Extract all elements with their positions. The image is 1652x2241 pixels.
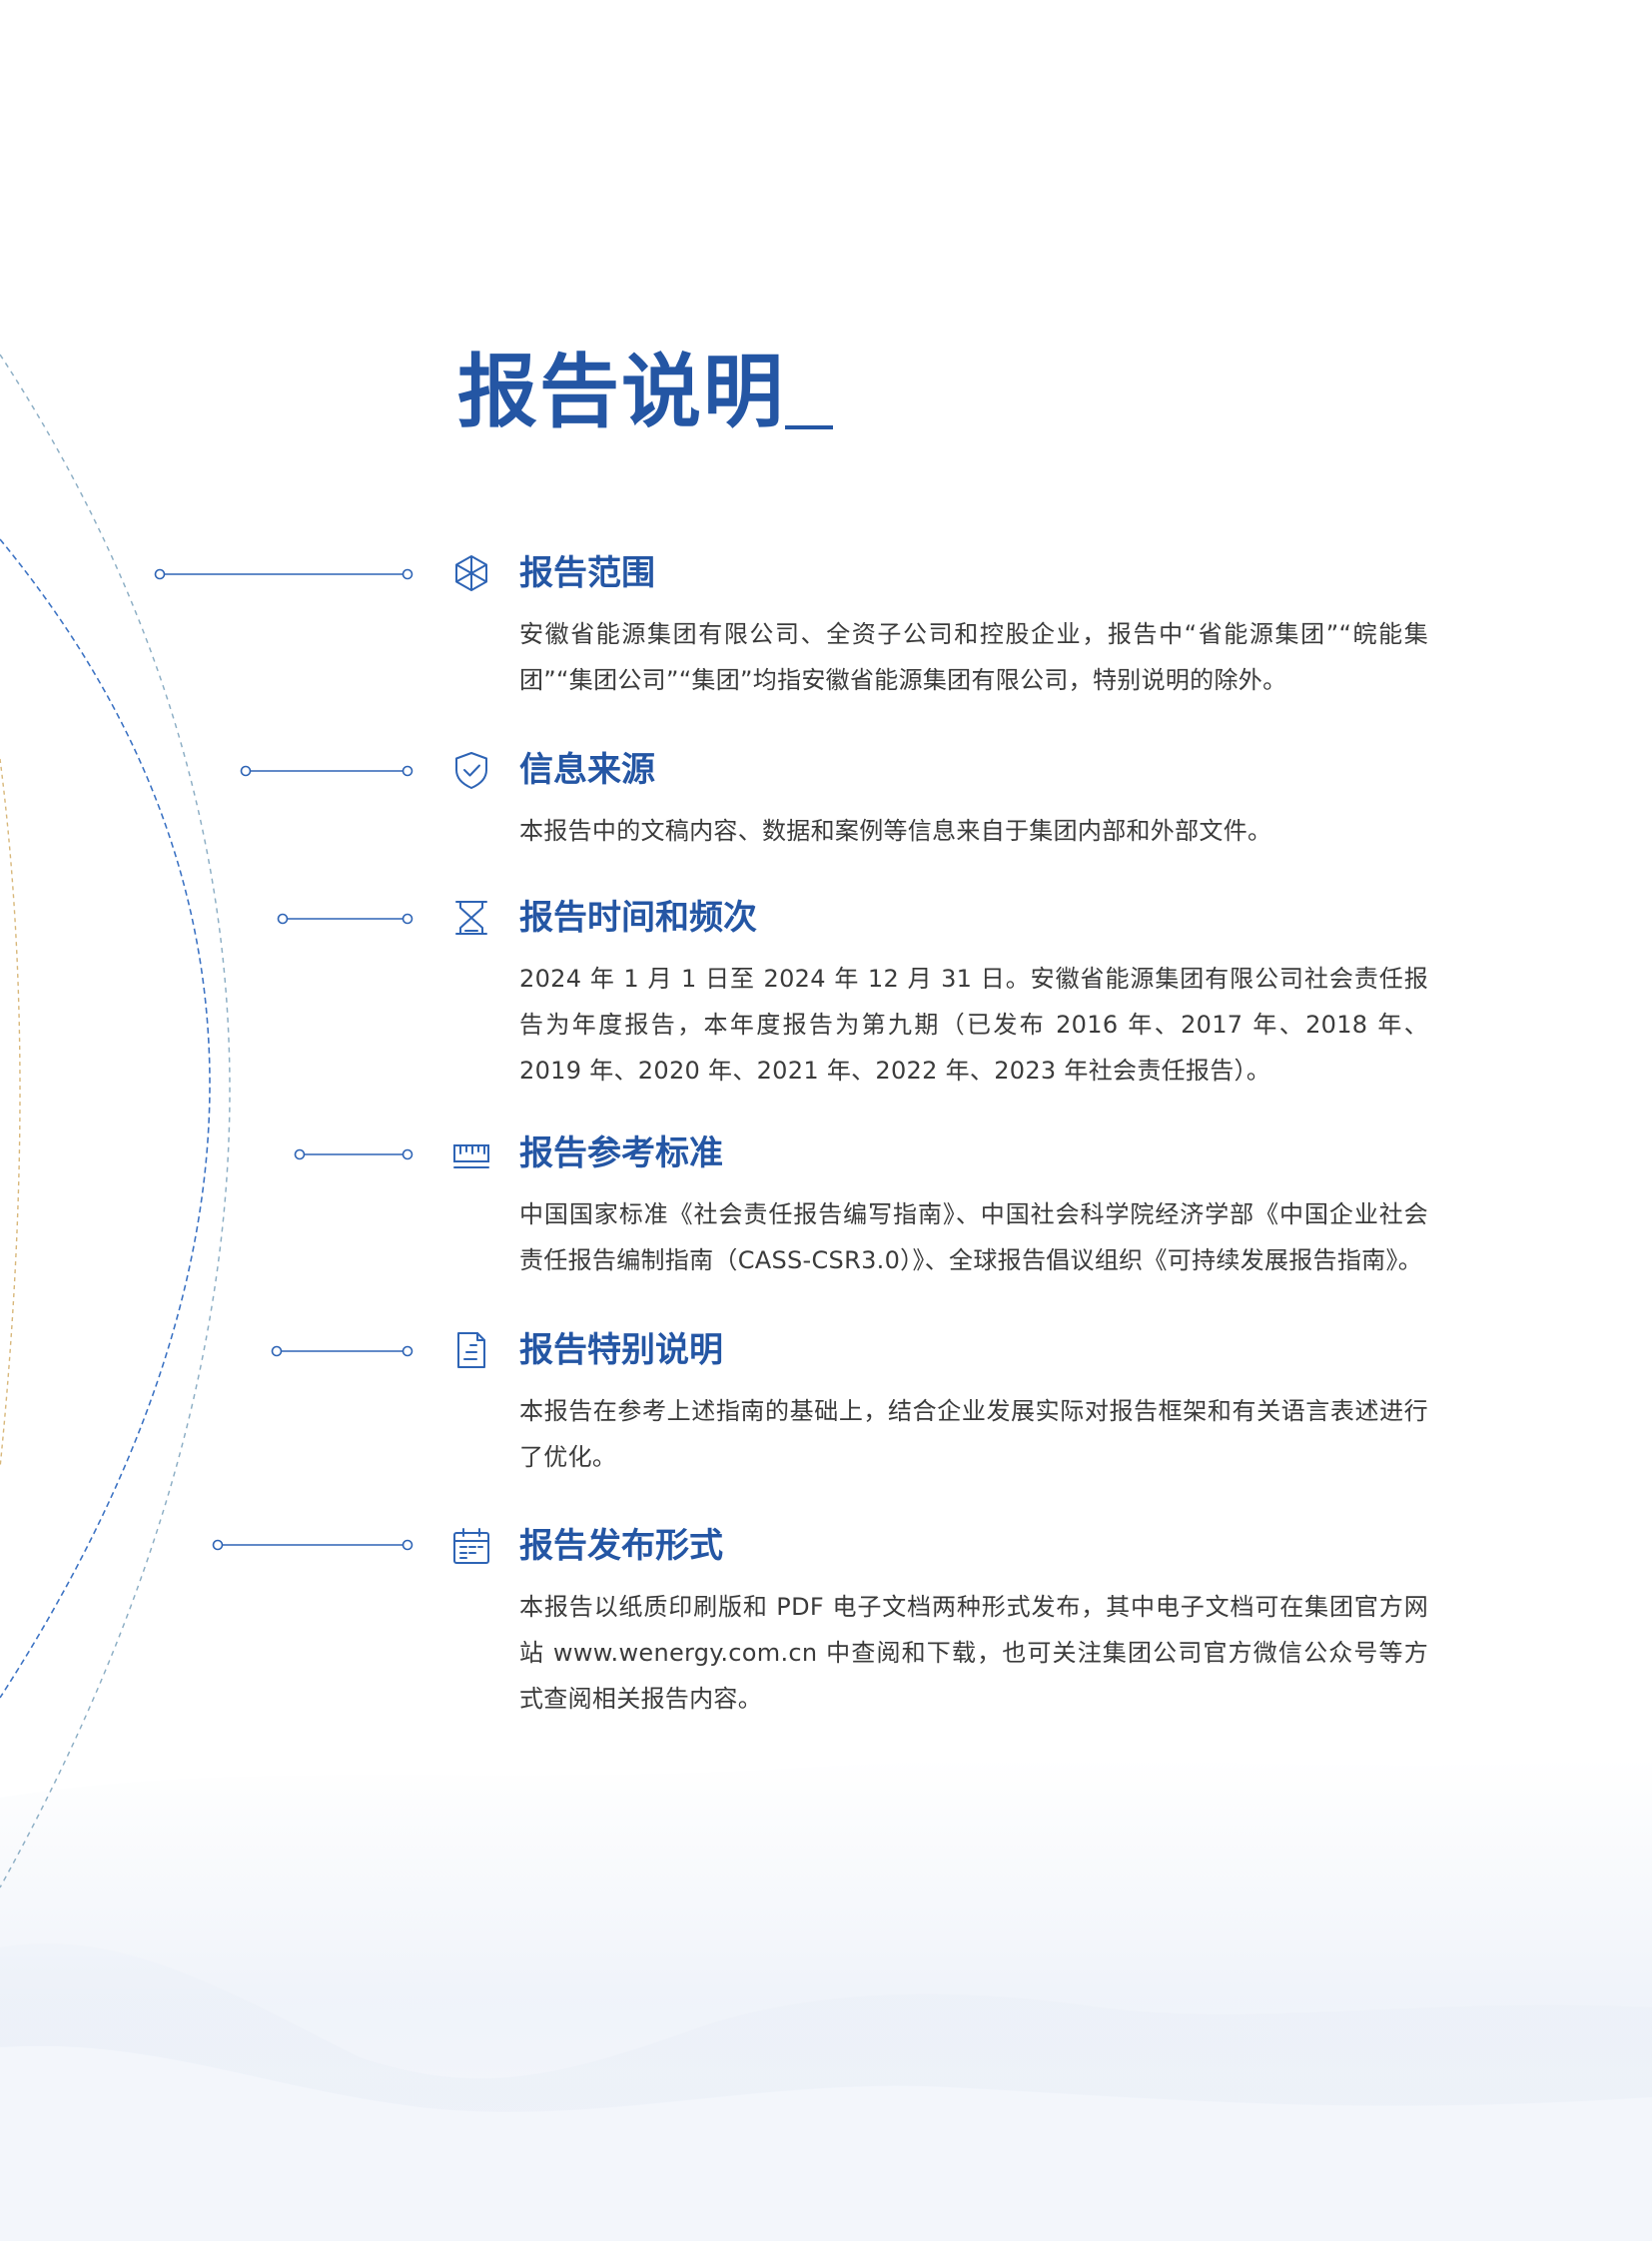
mountain-layer-front: [0, 2045, 1652, 2241]
document-icon: [457, 1332, 485, 1368]
ruler-icon: [453, 1144, 489, 1168]
connector-dot-5b: [402, 1345, 413, 1357]
connector-dot-3b: [402, 913, 413, 925]
calendar-icon: [453, 1528, 489, 1564]
section-title: 报告范围: [519, 553, 655, 593]
connector-dot-4a: [294, 1148, 306, 1160]
connector-dot-6a: [212, 1539, 224, 1551]
cube-icon: [455, 555, 487, 591]
section-body: 2024 年 1 月 1 日至 2024 年 12 月 31 日。安徽省能源集团…: [519, 965, 1428, 1085]
section-special-notes: 报告特别说明 本报告在参考上述指南的基础上，结合企业发展实际对报告框架和有关语言…: [451, 1324, 1450, 1480]
connector-dot-3a: [277, 913, 289, 925]
section-title: 信息来源: [519, 750, 655, 790]
section-body: 本报告以纸质印刷版和 PDF 电子文档两种形式发布，其中电子文档可在集团官方网站…: [519, 1593, 1428, 1713]
hourglass-icon: [455, 901, 487, 935]
section-body: 安徽省能源集团有限公司、全资子公司和控股企业，报告中“省能源集团”“皖能集团”“…: [519, 620, 1428, 694]
arc-outer: [0, 354, 231, 1888]
connector-dot-6b: [402, 1539, 413, 1551]
title-underscore: [785, 425, 833, 429]
section-body: 本报告在参考上述指南的基础上，结合企业发展实际对报告框架和有关语言表述进行了优化…: [519, 1397, 1428, 1471]
section-reference-standards: 报告参考标准 中国国家标准《社会责任报告编写指南》、中国社会科学院经济学部《中国…: [451, 1127, 1450, 1283]
connector-dot-5a: [271, 1345, 283, 1357]
arc-blue: [0, 538, 211, 1699]
section-body: 中国国家标准《社会责任报告编写指南》、中国社会科学院经济学部《中国企业社会责任报…: [519, 1200, 1428, 1274]
arc-gold: [0, 758, 21, 1469]
section-title: 报告参考标准: [519, 1133, 723, 1173]
section-title: 报告发布形式: [519, 1526, 723, 1566]
section-report-period: 报告时间和频次 2024 年 1 月 1 日至 2024 年 12 月 31 日…: [451, 892, 1450, 1094]
section-body: 本报告中的文稿内容、数据和案例等信息来自于集团内部和外部文件。: [519, 817, 1272, 845]
connector-dot-2a: [240, 765, 252, 777]
section-report-scope: 报告范围 安徽省能源集团有限公司、全资子公司和控股企业，报告中“省能源集团”“皖…: [451, 547, 1450, 703]
connector-dot-1a: [154, 568, 166, 580]
shield-check-icon: [455, 752, 487, 789]
section-title: 报告时间和频次: [519, 898, 757, 938]
section-publication-format: 报告发布形式 本报告以纸质印刷版和 PDF 电子文档两种形式发布，其中电子文档可…: [451, 1520, 1450, 1722]
section-info-source: 信息来源 本报告中的文稿内容、数据和案例等信息来自于集团内部和外部文件。: [451, 744, 1450, 854]
connector-dot-4b: [402, 1148, 413, 1160]
page-title: 报告说明: [457, 345, 785, 438]
connector-dot-1b: [402, 568, 413, 580]
section-title: 报告特别说明: [519, 1330, 723, 1370]
connector-dot-2b: [402, 765, 413, 777]
